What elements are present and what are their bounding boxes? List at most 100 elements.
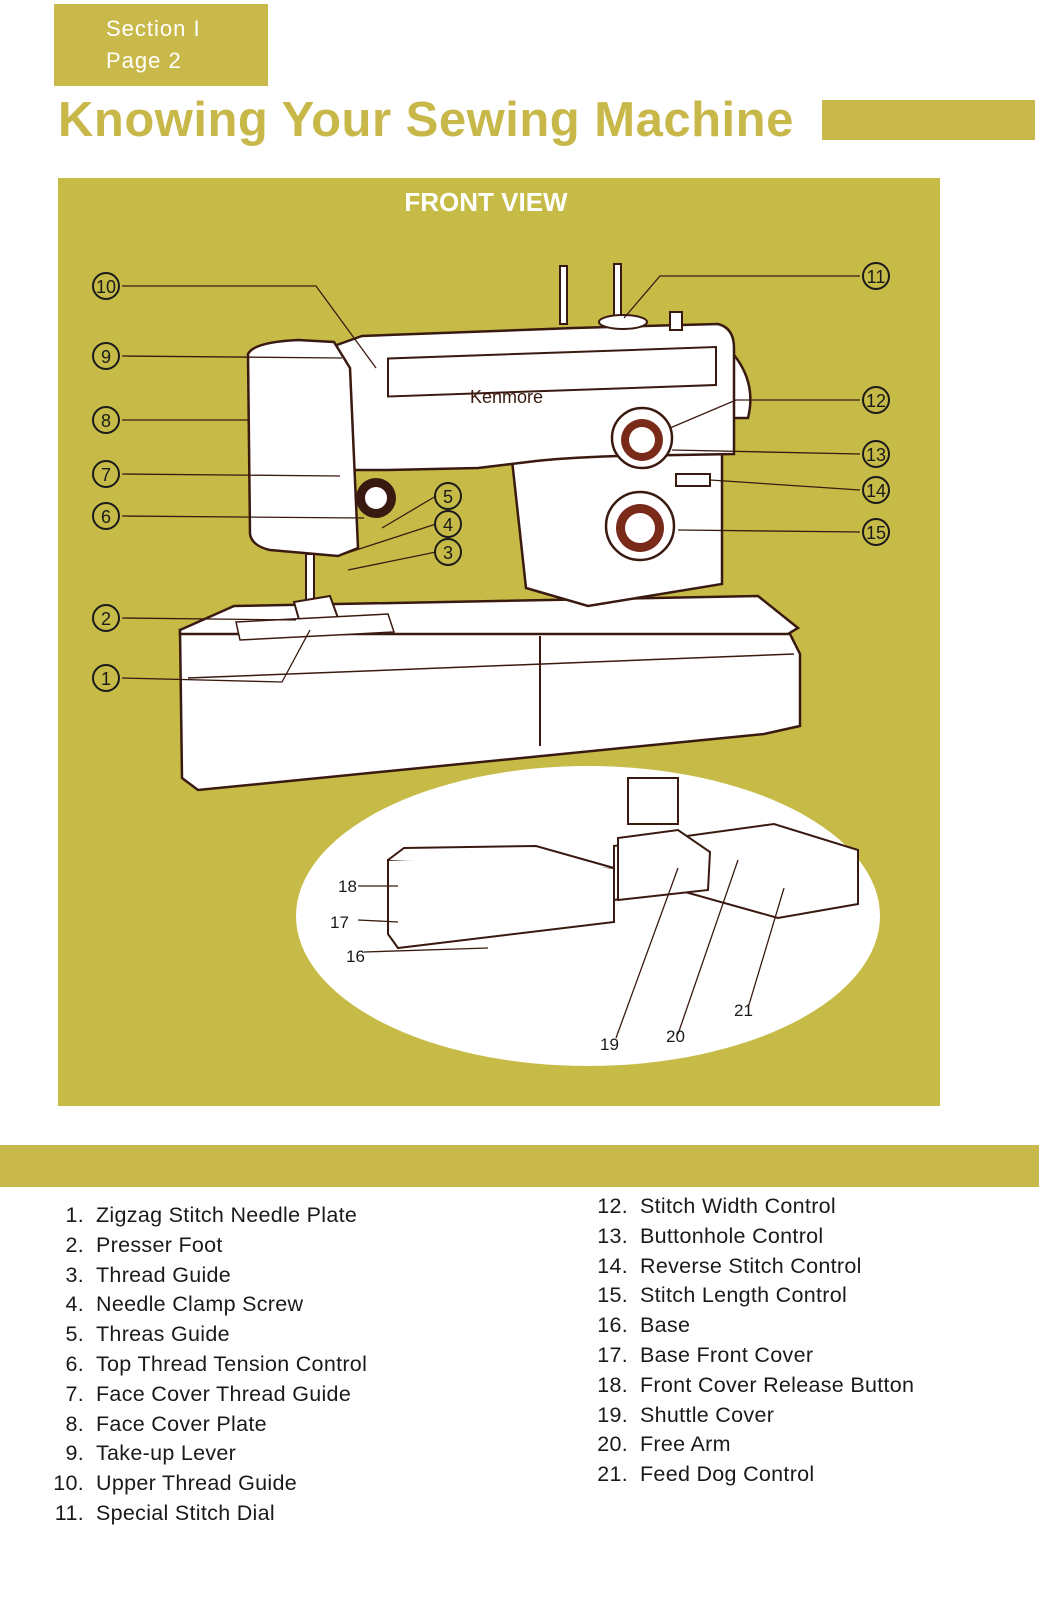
item-number: 4. [65,1292,84,1317]
title-accent-bar [822,100,1035,140]
item-label: Zigzag Stitch Needle Plate [96,1203,358,1227]
list-item: 11. Special Stitch Dial [50,1499,367,1529]
stitch-length-dial [604,490,676,562]
tension-dial [356,478,396,518]
list-item: 17. Base Front Cover [592,1341,914,1371]
callout-leaders [121,275,861,683]
item-label: Reverse Stitch Control [640,1253,862,1278]
brand-label: Kenmore [470,387,543,407]
inset-base-drawing [387,777,859,950]
item-label: Special Stitch Dial [96,1500,275,1525]
item-label: Upper Thread Guide [96,1471,298,1496]
item-number: 20. [597,1432,628,1457]
list-item: 9. Take-up Lever [50,1439,367,1469]
item-number: 17. [597,1342,628,1367]
svg-text:7: 7 [101,465,111,485]
item-number: 12. [597,1194,628,1218]
item-number: 16. [597,1313,628,1338]
item-label: Base Front Cover [640,1342,814,1367]
item-label: Stitch Length Control [640,1283,848,1308]
item-number: 6. [65,1351,84,1376]
svg-text:4: 4 [443,515,453,535]
section-label: Section I [106,16,201,41]
svg-text:9: 9 [101,347,111,367]
base-edge [187,653,795,679]
item-number: 3. [65,1262,84,1287]
item-number: 10. [53,1471,84,1496]
callout-circle-3: 3 [434,538,462,566]
item-label: Presser Foot [96,1232,223,1257]
item-number: 5. [65,1322,84,1347]
callout-circle-11: 11 [862,262,890,290]
front-view-figure: FRONT VIEW Kenmore [58,178,940,1106]
page-label: Page 2 [106,48,182,73]
svg-text:1: 1 [101,669,111,689]
svg-text:13: 13 [866,445,886,465]
svg-text:12: 12 [866,391,886,411]
brand-nameplate: Kenmore [387,345,717,407]
divider-band [0,1145,1039,1187]
callout-18: 18 [338,877,357,896]
callout-circle-5: 5 [434,482,462,510]
list-item: 13.Buttonhole Control [592,1222,914,1252]
list-item: 15. Stitch Length Control [592,1281,914,1311]
list-item: 10. Upper Thread Guide [50,1469,367,1499]
list-item: 1. Zigzag Stitch Needle Plate [50,1201,367,1231]
list-item: 21.Feed Dog Control [592,1460,914,1490]
item-number: 1. [65,1203,84,1227]
list-item: 7.Face Cover Thread Guide [50,1380,367,1410]
item-number: 18. [597,1372,628,1397]
callout-circle-8: 8 [92,406,120,434]
parts-list-right: 12.Stitch Width Control 13.Buttonhole Co… [592,1192,914,1490]
sewing-machine-illustration: FRONT VIEW Kenmore [92,187,890,1066]
item-label: Front Cover Release Button [640,1372,915,1397]
item-label: Take-up Lever [96,1441,237,1466]
callout-circle-2: 2 [92,604,120,632]
svg-text:15: 15 [866,523,886,543]
list-item: 12.Stitch Width Control [592,1192,914,1222]
stitch-width-dial [610,406,674,470]
spool-pins [559,263,683,331]
list-item: 20. Free Arm [592,1430,914,1460]
item-label: Free Arm [640,1432,731,1457]
callout-circle-9: 9 [92,342,120,370]
item-label: Top Thread Tension Control [96,1351,368,1376]
item-number: 11. [54,1500,84,1525]
list-item: 3. Thread Guide [50,1261,367,1291]
item-label: Feed Dog Control [640,1462,815,1487]
callout-16: 16 [346,947,365,966]
item-number: 8. [65,1411,84,1436]
callout-circle-12: 12 [862,386,890,414]
item-label: Threas Guide [96,1322,230,1347]
item-label: Face Cover Plate [96,1411,267,1436]
list-item: 14. Reverse Stitch Control [592,1252,914,1282]
svg-text:3: 3 [443,543,453,563]
item-number: 9. [65,1441,84,1466]
item-number: 19. [597,1402,628,1427]
list-item: 6. Top Thread Tension Control [50,1350,367,1380]
front-view-label: FRONT VIEW [404,187,568,217]
item-label: Thread Guide [96,1262,232,1287]
item-number: 14. [597,1253,628,1278]
machine-body [178,322,802,792]
item-number: 15. [597,1283,628,1308]
svg-text:8: 8 [101,411,111,431]
needle-plate-drawing [235,613,396,641]
inset-callouts: 18 17 16 19 20 21 [330,877,753,1054]
callout-circle-10: 10 [92,272,120,300]
callout-21: 21 [734,1001,753,1020]
callout-20: 20 [666,1027,685,1046]
list-item: 4. Needle Clamp Screw [50,1290,367,1320]
item-label: Needle Clamp Screw [96,1292,304,1317]
page-title: Knowing Your Sewing Machine [58,93,794,147]
item-label: Shuttle Cover [640,1402,775,1427]
callout-19: 19 [600,1035,619,1054]
svg-text:5: 5 [443,487,453,507]
item-number: 13. [597,1223,628,1248]
callout-17: 17 [330,913,349,932]
section-badge: Section I Page 2 [54,4,268,86]
inset-leaders [357,859,785,1039]
callout-circle-14: 14 [862,476,890,504]
list-item: 5. Threas Guide [50,1320,367,1350]
svg-text:6: 6 [101,507,111,527]
